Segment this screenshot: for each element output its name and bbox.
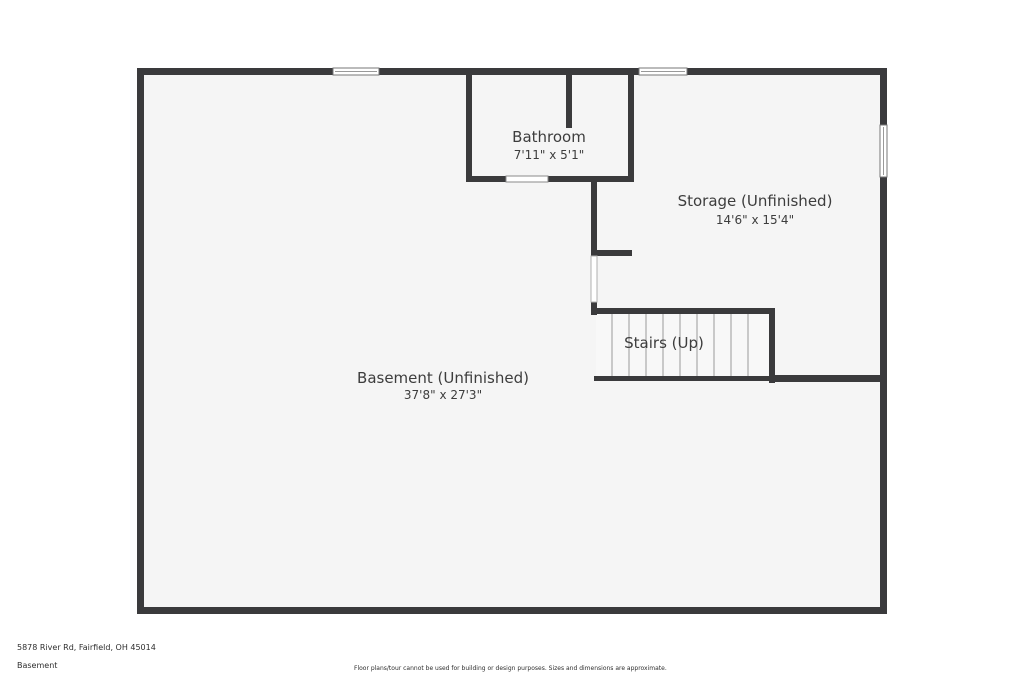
- bathroom-label: Bathroom: [512, 128, 586, 146]
- stairs-wall-top: [591, 308, 775, 314]
- stairs-wall-bottom: [594, 376, 775, 381]
- floor-level-label: Basement: [17, 661, 58, 670]
- window-right: [879, 124, 888, 178]
- wall-right: [880, 68, 887, 614]
- storage-wall-bottom: [769, 375, 884, 382]
- wall-bottom: [137, 607, 887, 614]
- bathroom-partition: [566, 72, 572, 128]
- property-address: 5878 River Rd, Fairfield, OH 45014: [17, 643, 156, 652]
- basement-dimensions: 37'8" x 27'3": [404, 388, 482, 402]
- stair-treads: [596, 312, 771, 378]
- bathroom-door-opening: [505, 175, 549, 183]
- storage-label: Storage (Unfinished): [678, 192, 833, 210]
- disclaimer-text: Floor plans/tour cannot be used for buil…: [354, 665, 667, 672]
- basement-label: Basement (Unfinished): [357, 369, 529, 387]
- stairs-label: Stairs (Up): [624, 334, 704, 352]
- bathroom-wall-left: [466, 72, 472, 182]
- bathroom-wall-bottom: [466, 176, 634, 182]
- wall-left: [137, 68, 144, 614]
- wall-top: [137, 68, 887, 75]
- window-top-right: [638, 67, 688, 76]
- stairs-wall-right: [769, 308, 775, 383]
- windows: [332, 67, 888, 178]
- bathroom-wall-right: [628, 72, 634, 182]
- walls: [137, 68, 887, 614]
- bathroom-dimensions: 7'11" x 5'1": [514, 148, 585, 162]
- storage-wall-stub: [591, 250, 632, 256]
- storage-wall-upper: [591, 180, 597, 256]
- window-top-left: [332, 67, 380, 76]
- storage-door-opening: [590, 255, 598, 303]
- storage-dimensions: 14'6" x 15'4": [716, 213, 794, 227]
